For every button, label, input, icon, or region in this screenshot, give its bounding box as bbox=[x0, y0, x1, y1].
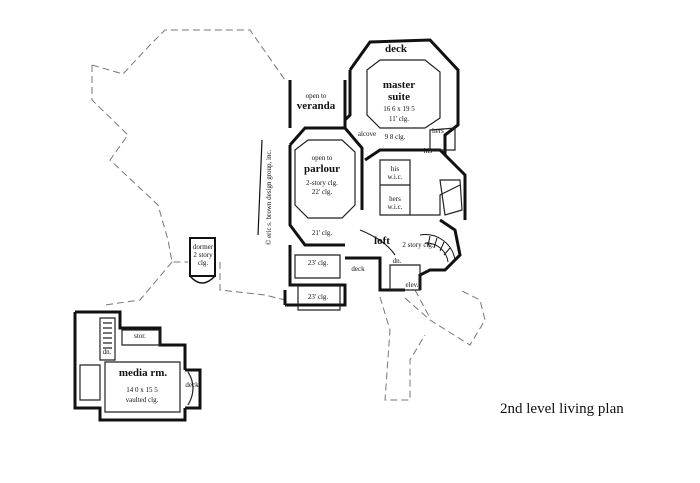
deck-top-label: deck bbox=[385, 43, 407, 55]
master-suite-size: 16 6 x 19 5 bbox=[383, 105, 415, 113]
hers-wic-label-2: w.i.c. bbox=[387, 203, 403, 211]
veranda-open-label: open to bbox=[305, 92, 327, 100]
alcove-label: alcove bbox=[357, 130, 377, 138]
parlour-ceiling-2: 22' clg. bbox=[311, 188, 333, 196]
media-room-size: 14 0 x 15 5 bbox=[126, 386, 158, 394]
plan-caption: 2nd level living plan bbox=[500, 401, 624, 417]
elevator-label: elev. bbox=[405, 281, 419, 289]
his-wic-label-1: his bbox=[390, 165, 400, 173]
alcove-ceiling: 9 8 clg. bbox=[384, 133, 406, 141]
dormer-label-3: clg. bbox=[197, 259, 209, 267]
deck-mid-label: deck bbox=[351, 265, 365, 273]
hers-bath-label: hers bbox=[432, 127, 444, 135]
dormer-label-1: dormer bbox=[192, 243, 214, 251]
dormer-walls bbox=[189, 237, 216, 284]
media-room-ceiling: vaulted clg. bbox=[125, 396, 159, 404]
parlour-label: parlour bbox=[303, 163, 341, 175]
ceiling-23-label-a: 23' clg. bbox=[307, 259, 329, 267]
parlour-open-label: open to bbox=[311, 154, 333, 162]
loft-label: loft bbox=[374, 235, 390, 247]
section-cut-line bbox=[257, 139, 263, 236]
media-room-interior bbox=[79, 317, 194, 413]
hers-wic-label-1: hers bbox=[389, 195, 401, 203]
ceiling-23-label-b: 23' clg. bbox=[307, 293, 329, 301]
storage-label: stor. bbox=[134, 332, 146, 340]
roof-outline bbox=[91, 29, 486, 401]
dormer-label-2: 2 story bbox=[193, 251, 213, 259]
loft-stair bbox=[419, 234, 456, 263]
master-suite-label-2: suite bbox=[388, 91, 410, 103]
his-wic-label-2: w.i.c. bbox=[387, 173, 403, 181]
parlour-ceiling-1: 2-story clg. bbox=[306, 179, 338, 187]
media-room-label: media rm. bbox=[118, 367, 168, 379]
loft-down-label: dn. bbox=[392, 257, 402, 265]
veranda-label: veranda bbox=[296, 100, 336, 112]
media-room-walls bbox=[73, 310, 202, 422]
master-suite-ceiling: 11' clg. bbox=[388, 115, 410, 123]
copyright-text: © eric s. brown design group, inc. bbox=[265, 149, 273, 245]
deck-media-label: deck bbox=[185, 381, 199, 389]
ceiling-21-label: 21' clg. bbox=[311, 229, 333, 237]
interior-lines bbox=[294, 59, 463, 311]
media-down-label: dn. bbox=[102, 348, 112, 356]
master-suite-label-1: master bbox=[382, 79, 416, 91]
story-ceiling-label: 2 story clg. bbox=[402, 241, 434, 249]
his-bath-label: his bbox=[423, 147, 433, 155]
